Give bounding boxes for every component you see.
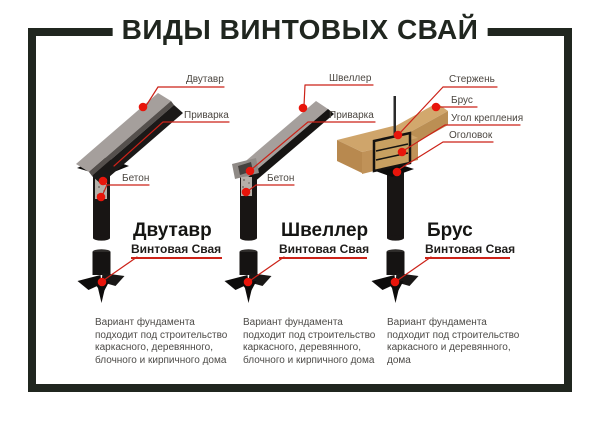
callout-label-angle: Угол крепления — [451, 113, 524, 124]
description-ibeam: Вариант фундамента подходит под строител… — [95, 317, 228, 366]
column-heading-channel: Швеллер — [281, 220, 369, 241]
timber-graphic — [337, 96, 448, 177]
marker-dot — [97, 277, 107, 287]
marker-dot — [392, 167, 402, 177]
page-title: ВИДЫ ВИНТОВЫХ СВАЙ — [112, 13, 488, 46]
marker-dot — [245, 166, 255, 176]
marker-dot — [241, 187, 251, 197]
screw-tip-graphic — [371, 249, 419, 303]
description-timber: Вариант фундамента подходит под строител… — [387, 317, 520, 366]
pile-column-3 — [387, 172, 404, 241]
callout-label-rod: Стержень — [449, 74, 495, 85]
marker-dot — [431, 102, 441, 112]
marker-dot — [393, 130, 403, 140]
callout-label-concrete-2: Бетон — [267, 173, 295, 184]
threaded-rod — [393, 96, 396, 137]
callout-lines — [101, 84, 521, 281]
marker-dots — [96, 102, 441, 287]
subheading-screw-pile-1: Винтовая Свая — [131, 243, 222, 259]
marker-dot — [298, 103, 308, 113]
column-heading-timber: Брус — [427, 220, 473, 241]
screw-tip-graphic — [77, 249, 125, 303]
callout-label-pile-cap: Оголовок — [449, 130, 493, 141]
subheading-screw-pile-2: Винтовая Свая — [279, 243, 369, 259]
callout-label-concrete-1: Бетон — [122, 173, 150, 184]
description-channel: Вариант фундамента подходит под строител… — [243, 317, 376, 366]
marker-dot — [243, 277, 253, 287]
callout-label-ibeam: Двутавр — [186, 74, 224, 85]
callout-label-channel: Швеллер — [329, 73, 372, 84]
callout-label-weld-2: Приварка — [329, 110, 374, 121]
marker-dot — [397, 147, 407, 157]
callout-label-timber: Брус — [451, 95, 473, 106]
marker-dot — [98, 176, 108, 186]
column-heading-ibeam: Двутавр — [133, 220, 212, 241]
marker-dot — [390, 277, 400, 287]
marker-dot — [138, 102, 148, 112]
screw-tip-graphic — [224, 249, 272, 303]
marker-dot — [96, 192, 106, 202]
subheading-screw-pile-3: Винтовая Свая — [425, 243, 515, 259]
callout-label-weld-1: Приварка — [184, 110, 229, 121]
